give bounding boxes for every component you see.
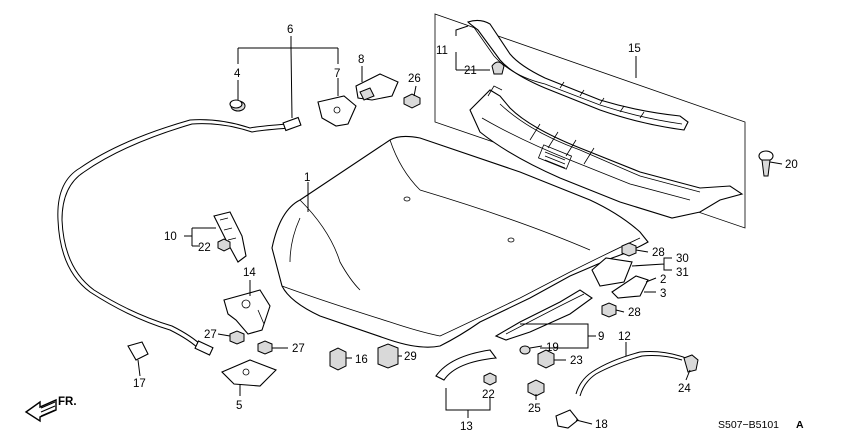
cowl-top-part: [469, 85, 744, 219]
bracket-30-31-part: [591, 257, 633, 287]
callout-12: 12: [618, 331, 631, 343]
bracket-2-3-part: [611, 275, 649, 299]
clip-19-part: [519, 345, 531, 355]
callout-28a: 28: [652, 247, 665, 259]
grommet-4-part: [229, 99, 246, 112]
callout-25: 25: [528, 403, 541, 415]
callout-14: 14: [243, 267, 256, 279]
clip-23-part: [537, 349, 555, 369]
callout-27b: 27: [292, 343, 305, 355]
weatherstrip-part: [466, 19, 689, 131]
leader-lines: [137, 25, 783, 425]
callout-6: 6: [287, 24, 293, 36]
callout-21: 21: [464, 65, 477, 77]
callout-23: 23: [570, 355, 583, 367]
cowl-assembly-frame: [434, 13, 746, 229]
callout-18: 18: [595, 419, 608, 431]
callout-22b: 22: [482, 389, 495, 401]
striker-5-part: [221, 359, 277, 387]
callout-24: 24: [678, 383, 691, 395]
clip-18-part: [555, 409, 579, 429]
callout-16: 16: [355, 354, 368, 366]
callout-19: 19: [546, 342, 559, 354]
latch-8-part: [355, 73, 399, 101]
hood-release-cable-part: [57, 116, 302, 356]
molding-13-part: [435, 349, 498, 381]
callout-27a: 27: [204, 329, 217, 341]
diagram-code: S507−B5101: [718, 419, 779, 431]
diagram-code-suffix: A: [796, 419, 804, 431]
callout-3: 3: [660, 288, 666, 300]
callout-20: 20: [785, 159, 798, 171]
callout-labels: 1 2 3 4 5 6 7 8 9 10 11 12 13 14 15 16 1…: [133, 24, 798, 433]
front-direction-arrow-icon: [24, 398, 57, 423]
callout-2: 2: [660, 274, 666, 286]
callout-4: 4: [234, 68, 241, 80]
callout-9: 9: [598, 331, 604, 343]
bolt-22b-part: [483, 372, 497, 386]
clip-21-part: [491, 61, 505, 75]
support-rod-12-part: [575, 351, 691, 397]
hinge-10-part: [213, 211, 247, 263]
holder-24-part: [683, 354, 699, 373]
callout-10: 10: [164, 231, 177, 243]
callout-29: 29: [404, 351, 417, 363]
bolt-26-part: [403, 93, 421, 109]
bolt-22a-part: [217, 238, 231, 252]
bolt-27b-part: [257, 340, 273, 355]
hood-seal-9-part: [494, 289, 593, 341]
bracket-7-part: [317, 95, 357, 127]
callout-5: 5: [236, 400, 242, 412]
callout-15: 15: [628, 43, 641, 55]
callout-11: 11: [436, 45, 448, 57]
callout-31: 31: [676, 267, 689, 279]
bumper-16-part: [329, 347, 347, 371]
bolt-28a-part: [621, 242, 637, 257]
callout-26: 26: [408, 73, 421, 85]
bumper-29-part: [377, 343, 399, 369]
callout-17: 17: [133, 378, 146, 390]
callout-7: 7: [334, 68, 340, 80]
clip-17-part: [127, 341, 149, 361]
callout-30: 30: [676, 253, 689, 265]
callout-22a: 22: [198, 242, 211, 254]
fastener-20-part: [758, 150, 774, 177]
callout-8: 8: [358, 54, 364, 66]
bolt-28b-part: [601, 302, 617, 318]
clip-25-part: [527, 379, 545, 397]
hood-latch-14-part: [223, 289, 271, 335]
front-direction-label: FR.: [58, 396, 77, 408]
bolt-27a-part: [229, 330, 245, 345]
callout-28b: 28: [628, 307, 641, 319]
callout-1: 1: [304, 172, 310, 184]
callout-13: 13: [460, 421, 473, 433]
